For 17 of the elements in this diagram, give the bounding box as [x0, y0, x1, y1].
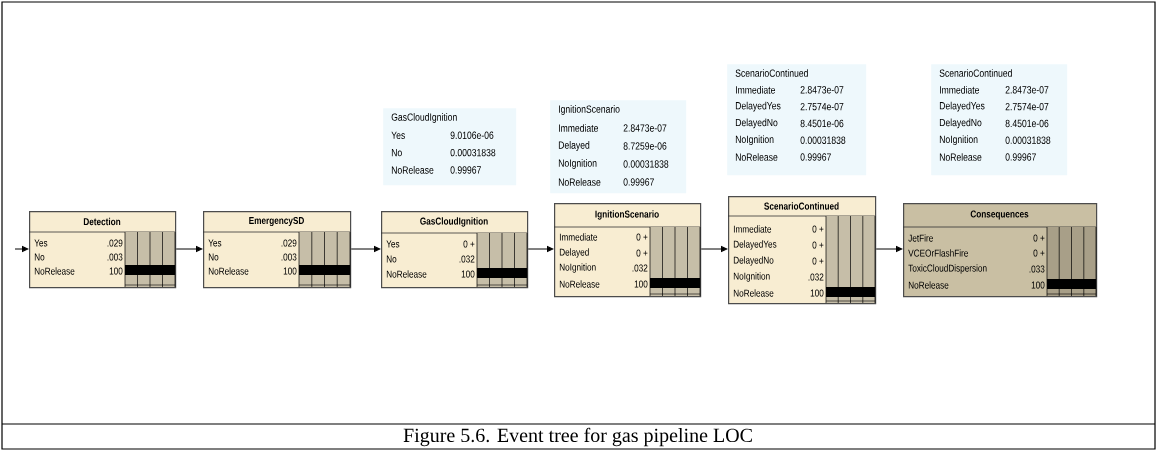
arrow	[527, 246, 554, 252]
arrow	[175, 246, 203, 252]
belief-box: Consequences JetFire 0 + VCEOrFlashFire 0 + ToxicCloudDispersion .033 NoRelease 100	[902, 203, 1098, 298]
probability-table: IgnitionScenario Immediate 2.8473e-07 Delayed 8.7259e-06 NoIgnition 0.00031838 NoRelease 0.99967	[550, 100, 687, 194]
arrow	[700, 246, 728, 252]
probability-table: ScenarioContinued Immediate 2.8473e-07 DelayedYes 2.7574e-07 DelayedNo 8.4501e-06 NoIgnition 0.00031838 NoRelease 0.99967	[931, 64, 1068, 176]
arrow	[350, 246, 381, 252]
arrow	[14, 246, 29, 252]
probability-table: ScenarioContinued Immediate 2.8473e-07 DelayedYes 2.7574e-07 DelayedNo 8.4501e-06 NoIgnition 0.00031838 NoRelease 0.99967	[727, 64, 867, 176]
probability-table: GasCloudIgnition Yes 9.0106e-06 No 0.00031838 NoRelease 0.99967	[383, 108, 517, 186]
belief-box: EmergencySD Yes .029 No .003 NoRelease 100	[202, 211, 352, 289]
figure-caption: Figure 5.6. Event tree for gas pipeline LOC	[403, 427, 752, 447]
arrow	[875, 246, 903, 252]
belief-box: IgnitionScenario Immediate 0 + Delayed 0 + NoIgnition .032 NoRelease 100	[553, 203, 702, 298]
belief-box: ScenarioContinued Immediate 0 + DelayedYes 0 + DelayedNo 0 + NoIgnition .032 NoRelease 100	[727, 196, 877, 305]
belief-box: GasCloudIgnition Yes 0 + No .032 NoRelease 100	[380, 211, 529, 289]
belief-box: Detection Yes .029 No .003 NoRelease 100	[28, 211, 177, 289]
